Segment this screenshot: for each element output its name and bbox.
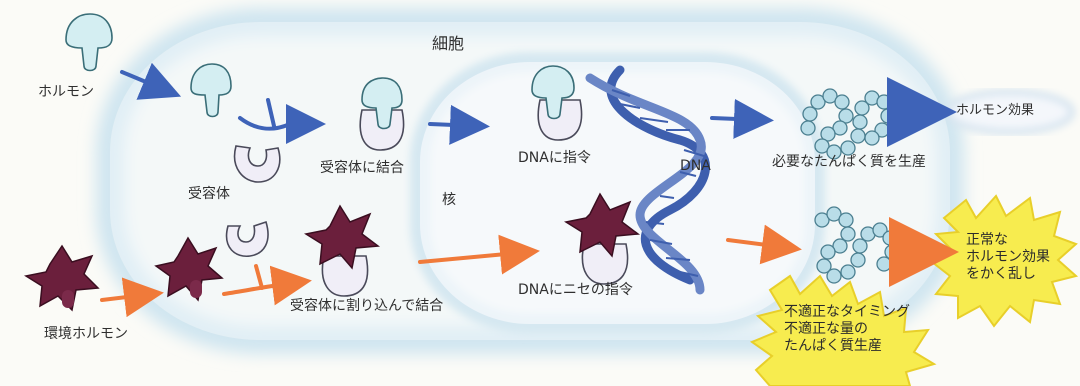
receptor-label: 受容体 [188,186,230,202]
disrupt-line-2: ホルモン効果 [966,249,1050,266]
improper-line-2: 不適正な量の [784,321,910,338]
cell-label: 細胞 [432,36,464,52]
improper-text: 不適正なタイミング 不適正な量の たんぱく質生産 [784,304,910,355]
dna-label: DNA [680,158,711,174]
improper-line-3: たんぱく質生産 [784,338,910,355]
cut-in-bind-label: 受容体に割り込んで結合 [290,298,443,314]
improper-line-1: 不適正なタイミング [784,304,910,321]
produce-protein-label: 必要なたんぱく質を生産 [772,154,926,170]
dna-command-label: DNAに指令 [518,150,591,166]
disrupt-text: 正常な ホルモン効果 をかく乱し [966,232,1050,283]
disrupt-line-3: をかく乱し [966,266,1050,283]
env-hormone-icon [26,246,98,310]
hormone-label: ホルモン [38,84,94,100]
env-hormone-label: 環境ホルモン [44,326,128,342]
fake-command-label: DNAにニセの指令 [518,282,633,298]
bind-receptor-label: 受容体に結合 [320,160,404,176]
hormone-icon [66,14,112,71]
hormone-effect-label: ホルモン効果 [956,103,1034,119]
bound-hormone-icon [360,78,403,150]
disrupt-line-1: 正常な [966,232,1050,249]
nucleus-label: 核 [442,192,456,208]
